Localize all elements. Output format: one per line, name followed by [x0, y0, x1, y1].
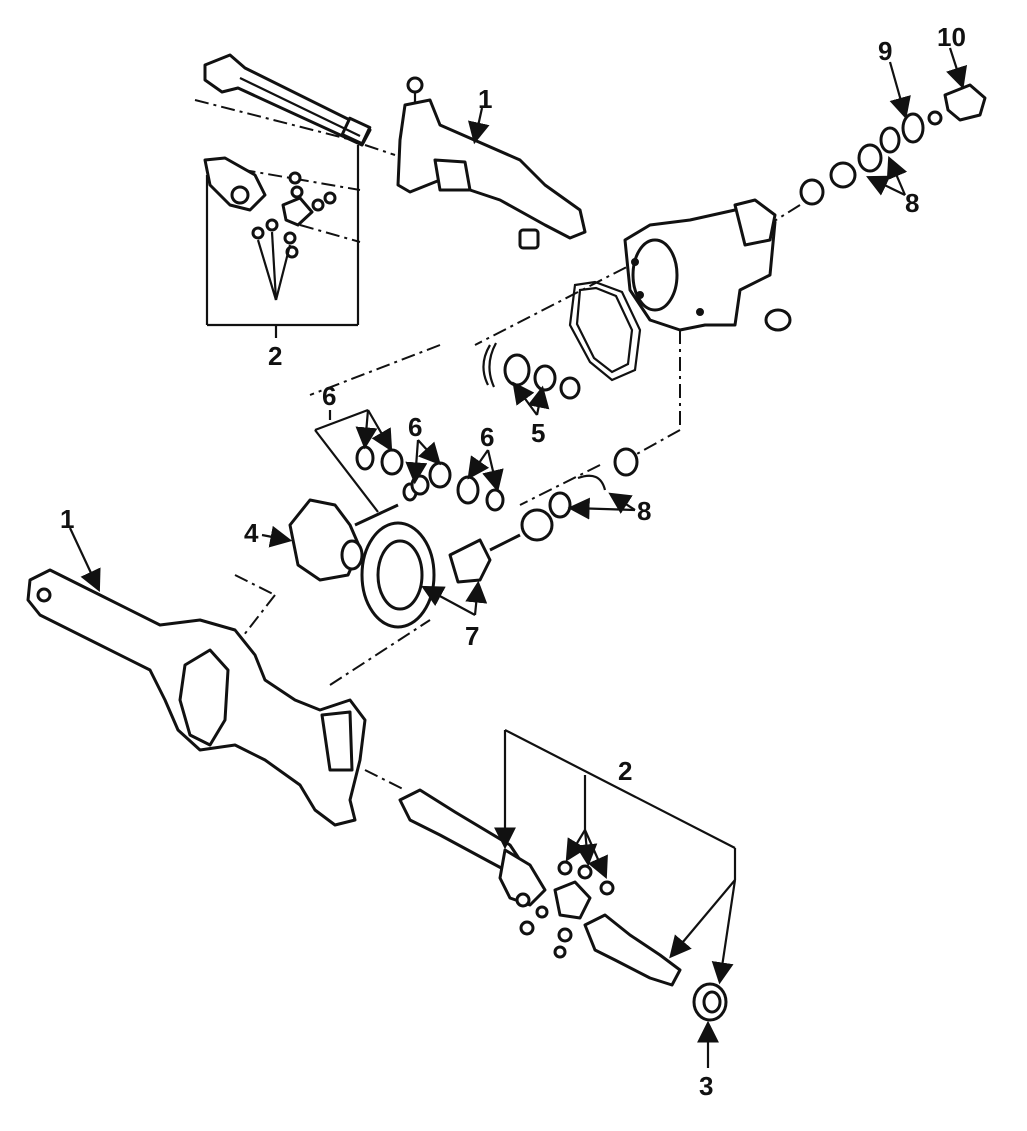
- callout-1-left: 1: [60, 504, 74, 534]
- callout-8-top: 8: [905, 188, 919, 218]
- differential-housing: [623, 198, 792, 332]
- axle-seal: [692, 982, 728, 1022]
- axle-housing-lower: [26, 568, 367, 827]
- callout-8-mid: 8: [637, 496, 651, 526]
- upper-radius-arm: [396, 76, 587, 250]
- callout-6-b: 6: [408, 412, 422, 442]
- callout-6-a: 6: [322, 381, 336, 411]
- callout-2-top: 2: [268, 341, 282, 371]
- callout-4: 4: [244, 518, 259, 548]
- upper-u-joint-parts: [203, 156, 337, 259]
- side-bearings: [482, 342, 581, 400]
- callout-1-top: 1: [478, 84, 492, 114]
- lower-axle-shaft: [398, 788, 682, 987]
- upper-axle-shaft: [203, 53, 372, 147]
- cover-gasket: [568, 280, 642, 382]
- callout-2-bottom-leaders: [494, 729, 737, 985]
- alignment-lines: [194, 99, 801, 791]
- callout-10: 10: [937, 22, 966, 52]
- callout-3: 3: [699, 1071, 713, 1101]
- pinion-bearing-stack: [799, 83, 987, 206]
- callout-7: 7: [465, 621, 479, 651]
- callout-2-bottom: 2: [618, 756, 632, 786]
- callout-2-top-leaders: [205, 145, 360, 338]
- callout-9: 9: [878, 36, 892, 66]
- callout-labels: 1 1 2 2 3 4 5 6 6 6 7 8 8 9 10: [60, 22, 966, 1101]
- callout-5: 5: [531, 418, 545, 448]
- callout-6-c: 6: [480, 422, 494, 452]
- leader-lines: [69, 47, 968, 1068]
- diff-case-and-gears: [288, 445, 639, 629]
